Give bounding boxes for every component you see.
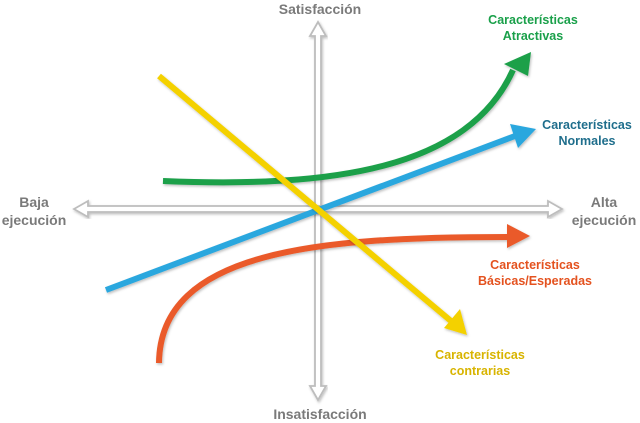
contrary-curve	[157, 73, 467, 335]
normal-curve	[104, 124, 536, 293]
satisfaction-label: Satisfacción	[279, 0, 361, 18]
high-performance-line1: Alta	[590, 194, 618, 210]
low-performance-line2: ejecución	[1, 212, 67, 229]
attractive-curve	[162, 52, 531, 186]
dissatisfaction-text: Insatisfacción	[273, 406, 367, 422]
contrary-label-line2: contrarias	[449, 364, 511, 379]
normal-label-line2: Normales	[558, 134, 616, 149]
basic-curve	[156, 224, 530, 364]
normal-label: Características Normales	[542, 117, 632, 150]
contrary-label-line1: Características	[435, 348, 525, 362]
basic-label-line1: Características	[490, 258, 580, 272]
low-performance-label: Baja ejecución	[2, 193, 67, 229]
attractive-label-line2: Atractivas	[502, 29, 564, 44]
attractive-label: Características Atractivas	[488, 12, 578, 45]
basic-label-line2: Básicas/Esperadas	[478, 274, 592, 289]
dissatisfaction-label: Insatisfacción	[273, 405, 366, 423]
high-performance-line2: ejecución	[571, 212, 637, 229]
basic-label: Características Básicas/Esperadas	[478, 257, 592, 290]
high-performance-label: Alta ejecución	[572, 193, 637, 229]
normal-label-line1: Características	[542, 118, 632, 132]
satisfaction-text: Satisfacción	[278, 1, 362, 17]
contrary-label: Características contrarias	[435, 347, 525, 380]
attractive-label-line1: Características	[488, 13, 578, 27]
low-performance-line1: Baja	[19, 194, 49, 210]
